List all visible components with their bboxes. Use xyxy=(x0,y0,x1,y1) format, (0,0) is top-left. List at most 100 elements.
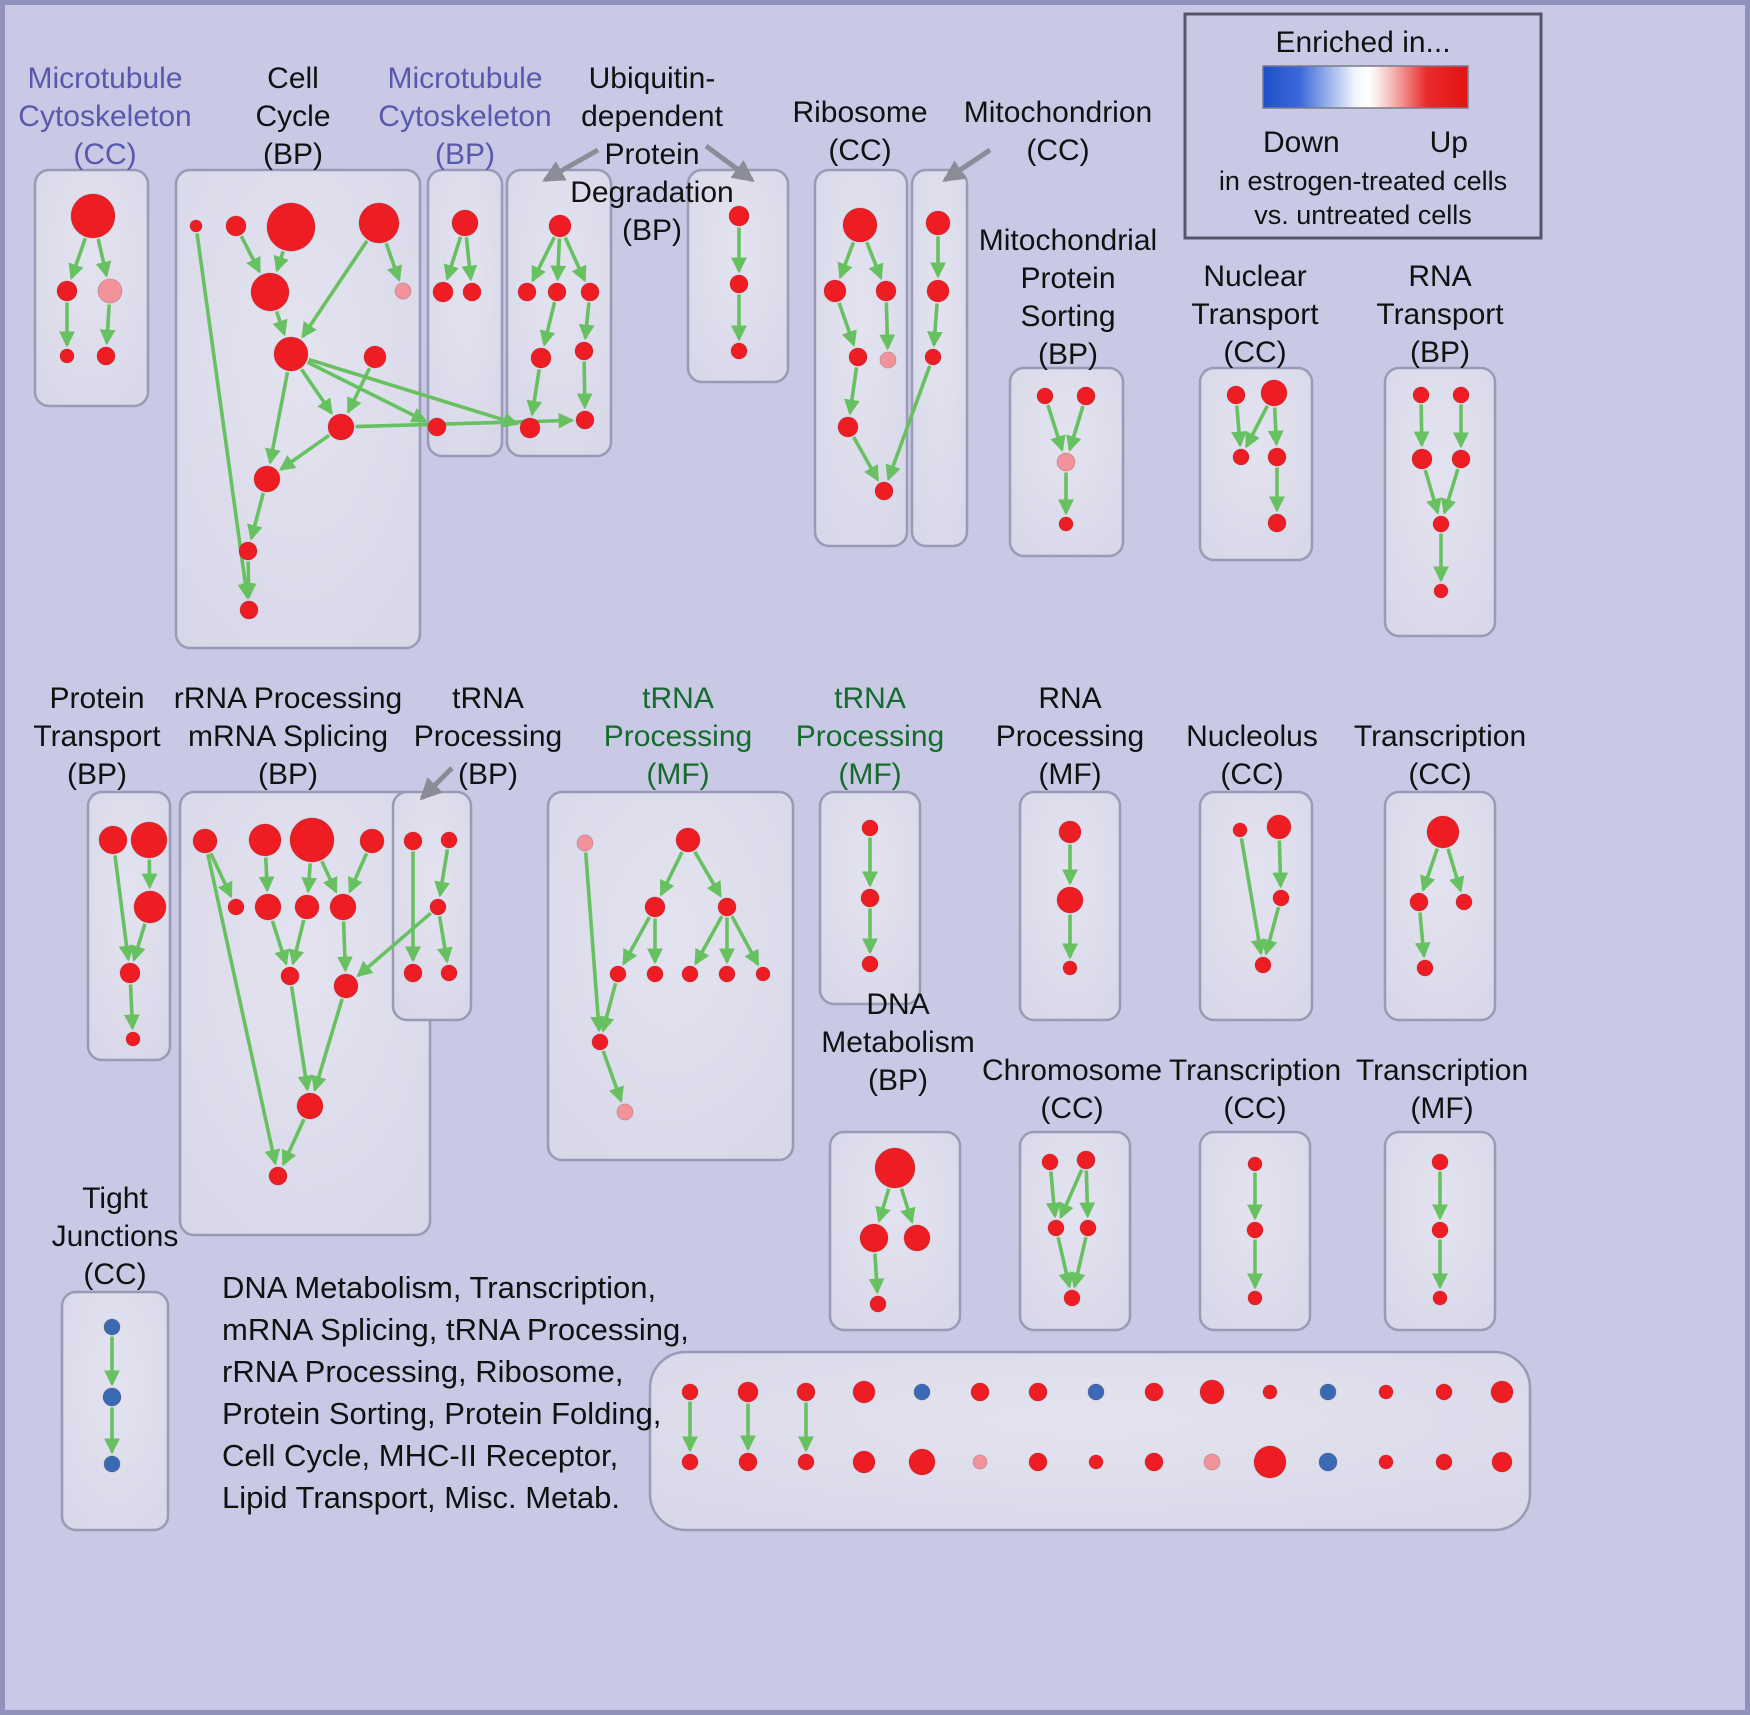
go-node-mitochondrion-box-1 xyxy=(926,279,950,303)
edge-arrow xyxy=(130,923,147,962)
go-node-trna-processing-bp-box-0 xyxy=(403,831,423,851)
edge-arrow xyxy=(99,304,116,346)
go-node-misc-box-14 xyxy=(1490,1380,1514,1404)
go-node-misc-box-12 xyxy=(1378,1384,1394,1400)
go-node-transcription-cc-mid-box-2 xyxy=(1455,893,1473,911)
edge-arrow xyxy=(563,236,587,283)
go-node-trna-processing-mf-large-box-4 xyxy=(609,965,627,983)
go-node-misc-box-21 xyxy=(1028,1452,1048,1472)
edge-arrow xyxy=(434,849,450,898)
edge-arrow xyxy=(1239,838,1267,956)
misc-category-list: DNA Metabolism, Transcription,mRNA Splic… xyxy=(222,1270,689,1515)
edge-arrow xyxy=(278,433,331,471)
edge-arrow xyxy=(301,863,318,894)
go-node-cell-cycle-box-1 xyxy=(225,215,247,237)
go-node-rrna-mrna-splicing-box-8 xyxy=(280,966,300,986)
go-node-ribosome-box-2 xyxy=(875,280,897,302)
go-node-rna-processing-mf-box-0 xyxy=(1058,820,1082,844)
go-node-rna-transport-box-5 xyxy=(1433,583,1449,599)
go-node-ribosome-box-1 xyxy=(823,279,847,303)
edge-arrow xyxy=(837,302,857,347)
edge-arrow xyxy=(1272,840,1289,889)
edge-arrow xyxy=(437,916,453,964)
go-node-misc-box-13 xyxy=(1435,1383,1453,1401)
go-node-misc-box-24 xyxy=(1203,1453,1221,1471)
go-node-trna-processing-mf-large-box-7 xyxy=(718,965,736,983)
cluster-box-nuclear-transport-box xyxy=(1198,366,1314,562)
go-node-rrna-mrna-splicing-box-6 xyxy=(294,894,320,920)
go-node-rrna-mrna-splicing-box-0 xyxy=(192,828,218,854)
edge-arrow xyxy=(209,852,233,899)
go-node-mito-protein-sorting-box-0 xyxy=(1036,387,1054,405)
go-node-transcription-cc-mid-box-1 xyxy=(1409,892,1429,912)
edge-arrow xyxy=(68,237,88,281)
edge-arrow xyxy=(927,303,943,348)
go-node-misc-box-11 xyxy=(1319,1383,1337,1401)
go-node-nuclear-transport-box-4 xyxy=(1267,513,1287,533)
cluster-box-protein-transport-box xyxy=(86,790,172,1062)
go-node-cell-cycle-box-5 xyxy=(394,282,412,300)
go-node-rrna-mrna-splicing-box-1 xyxy=(248,823,282,857)
edge-arrow xyxy=(384,242,402,282)
go-node-rrna-mrna-splicing-box-3 xyxy=(359,828,385,854)
go-node-nucleolus-box-2 xyxy=(1272,889,1290,907)
go-node-trna-processing-mf-large-box-5 xyxy=(646,965,664,983)
edge-arrow xyxy=(1261,906,1281,956)
edge-arrow xyxy=(289,986,314,1092)
go-node-ubiquitin-left-box-2 xyxy=(547,282,567,302)
edge-arrow xyxy=(1069,1236,1088,1289)
go-node-tight-junctions-box-1 xyxy=(102,1387,122,1407)
go-node-trna-processing-mf-large-box-6 xyxy=(681,965,699,983)
go-node-misc-box-2 xyxy=(796,1382,816,1402)
edge-arrow xyxy=(1231,405,1247,448)
label-pointer-arrow xyxy=(419,766,454,801)
go-node-misc-box-17 xyxy=(797,1453,815,1471)
go-node-mitochondrion-box-0 xyxy=(925,210,951,236)
go-node-misc-box-15 xyxy=(681,1453,699,1471)
go-node-rrna-mrna-splicing-box-2 xyxy=(289,817,335,863)
label-pointer-arrow xyxy=(704,143,755,183)
go-node-trna-processing-mf-small-box-0 xyxy=(861,819,879,837)
go-node-transcription-cc-low-box-0 xyxy=(1247,1156,1263,1172)
go-node-microtubule-cc-box-1 xyxy=(56,280,78,302)
go-node-transcription-cc-low-box-1 xyxy=(1246,1221,1264,1239)
go-node-dna-metabolism-box-2 xyxy=(903,1224,931,1252)
edge-arrow xyxy=(659,851,684,897)
edge-arrow xyxy=(1420,847,1440,892)
go-node-transcription-cc-mid-box-0 xyxy=(1426,815,1460,849)
edge-arrow xyxy=(865,241,884,281)
go-node-misc-box-23 xyxy=(1144,1452,1164,1472)
edge-arrow xyxy=(837,241,856,280)
edge-arrow xyxy=(844,367,860,416)
cluster-box-chromosome-box xyxy=(1018,1130,1132,1332)
go-node-rrna-mrna-splicing-box-4 xyxy=(227,898,245,916)
go-node-dna-metabolism-box-0 xyxy=(874,1147,916,1189)
go-node-protein-transport-box-4 xyxy=(125,1031,141,1047)
edge-arrow xyxy=(1413,404,1430,448)
go-node-rna-transport-box-2 xyxy=(1411,448,1433,470)
go-node-misc-box-7 xyxy=(1087,1383,1105,1401)
go-node-rna-transport-box-1 xyxy=(1452,386,1470,404)
go-node-transcription-mf-box-0 xyxy=(1431,1153,1449,1171)
go-node-nuclear-transport-box-3 xyxy=(1267,447,1287,467)
edge-arrow xyxy=(1066,405,1085,452)
go-node-rrna-mrna-splicing-box-5 xyxy=(254,893,282,921)
go-node-microtubule-cc-box-2 xyxy=(97,278,123,304)
go-node-trna-processing-mf-large-box-3 xyxy=(717,897,737,917)
go-node-cell-cycle-box-11 xyxy=(239,600,259,620)
edge-arrow xyxy=(311,998,344,1092)
go-node-protein-transport-box-0 xyxy=(98,825,128,855)
go-node-ribosome-box-4 xyxy=(879,351,897,369)
go-node-ubiquitin-left-box-3 xyxy=(580,282,600,302)
edge-arrow xyxy=(1079,1170,1096,1219)
go-node-ubiquitin-left-box-7 xyxy=(575,410,595,430)
